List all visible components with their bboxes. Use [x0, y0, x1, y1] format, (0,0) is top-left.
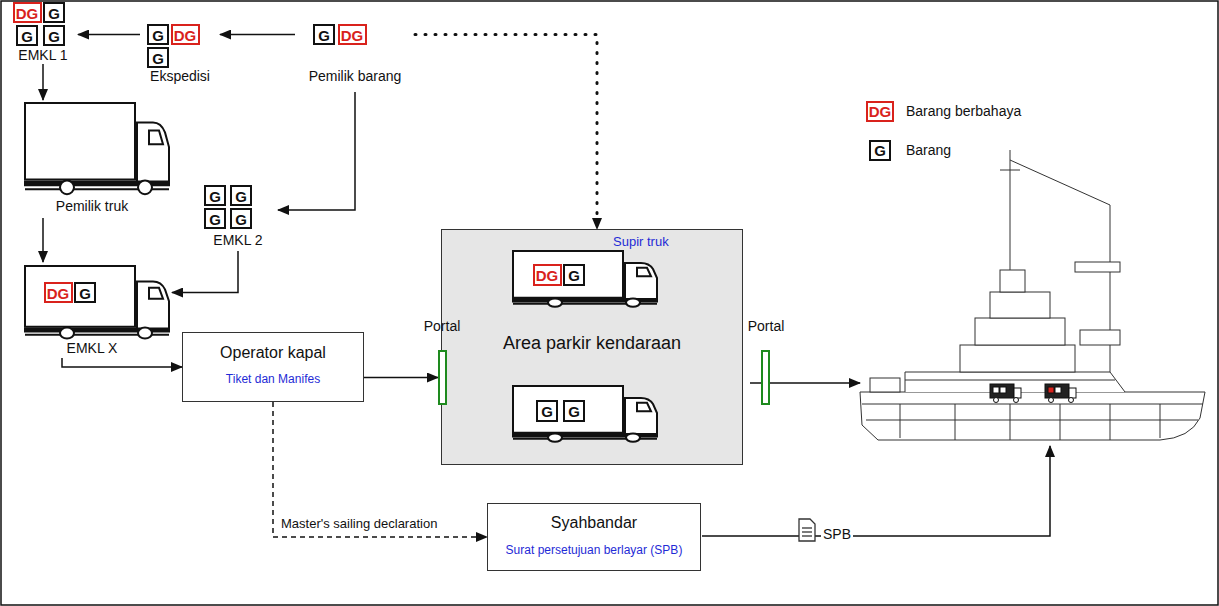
document-label: SPB — [821, 526, 853, 542]
parking-area: Supir trukArea parkir kendaraanDGGGG — [441, 229, 743, 465]
node-label: EMKL 2 — [213, 232, 262, 248]
dangerous-goods-box: DG — [171, 24, 200, 45]
legend-text: Barang — [906, 142, 951, 158]
goods-box: G — [16, 25, 38, 46]
node-label: EMKL X — [67, 340, 118, 356]
flow-connector — [172, 251, 238, 293]
flow-connector — [42, 218, 44, 262]
goods-code: G — [541, 403, 553, 420]
goods-code: G — [568, 267, 580, 284]
flow-connector — [415, 35, 597, 230]
legend-sample: DG — [866, 101, 894, 122]
flow-connector — [62, 358, 182, 367]
flow-connector — [78, 34, 140, 36]
flow-connector — [220, 34, 295, 36]
goods-code: G — [568, 403, 580, 420]
goods-code: G — [21, 28, 33, 45]
dangerous-goods-box: DG — [44, 282, 73, 303]
flow-connector — [364, 377, 438, 379]
flow-line — [702, 446, 1050, 536]
document-icon — [799, 519, 815, 541]
portal-gate-node: Portal — [744, 318, 788, 408]
node-label: Ekspedisi — [150, 68, 210, 84]
goods-box: G — [230, 185, 252, 206]
flow-connector — [42, 64, 44, 100]
goods-code: G — [48, 5, 60, 22]
node-label: Portal — [748, 318, 785, 334]
goods-box: G — [313, 24, 335, 45]
legend-sample: G — [869, 140, 891, 161]
goods-code: DG — [16, 5, 39, 22]
goods-code: DG — [174, 27, 197, 44]
goods-box: G — [536, 400, 558, 422]
ship-illustration — [860, 150, 1205, 440]
node-label: Tiket dan Manifes — [226, 373, 320, 387]
dangerous-goods-box: DG — [338, 24, 367, 45]
goods-box: G — [204, 185, 226, 206]
goods-code: DG — [47, 285, 70, 302]
goods-code: DG — [341, 27, 364, 44]
legend-text: Barang berbahaya — [906, 103, 1021, 119]
node-label: Supir truk — [613, 235, 669, 250]
goods-box: G — [147, 24, 169, 45]
goods-code: G — [235, 188, 247, 205]
actor-group: EMKL 2 GGGG — [198, 183, 278, 251]
goods-code: DG — [536, 267, 559, 284]
goods-box: G — [74, 282, 96, 303]
dangerous-goods-box: DG — [533, 264, 562, 286]
goods-box: G — [43, 25, 65, 46]
dangerous-goods-box: DG — [13, 2, 42, 23]
goods-box: G — [147, 47, 169, 68]
actor-group: EMKL 1 DG GGG — [8, 0, 78, 64]
node-label: Surat persetujuan berlayar (SPB) — [506, 544, 683, 558]
node-label: Portal — [424, 318, 461, 334]
actor-group: EkspedisiGDGG — [140, 22, 220, 86]
actor-group: EMKL X DG G — [12, 262, 172, 358]
node-label: Pemilik barang — [309, 68, 402, 84]
goods-code: G — [152, 50, 164, 67]
goods-box: G — [43, 2, 65, 23]
process-box: SyahbandarSurat persetujuan berlayar (SP… — [487, 503, 701, 571]
portal-gate — [438, 350, 447, 405]
node-label: Pemilik truk — [56, 198, 128, 214]
goods-code: G — [209, 211, 221, 228]
truck-illustration — [513, 251, 657, 307]
actor-group: Pemilik truk — [12, 100, 172, 218]
truck-illustration — [25, 103, 169, 194]
goods-code: G — [318, 27, 330, 44]
goods-code: G — [79, 285, 91, 302]
goods-box: G — [563, 400, 585, 422]
truck-illustration — [513, 386, 657, 442]
goods-box: G — [563, 264, 585, 286]
goods-code: G — [152, 27, 164, 44]
goods-code: G — [235, 211, 247, 228]
node-label: EMKL 1 — [18, 47, 67, 63]
truck-illustration — [25, 266, 169, 339]
node-label: Syahbandar — [551, 514, 637, 532]
edge-label: Master's sailing declaration — [279, 516, 439, 531]
goods-box: G — [204, 208, 226, 229]
goods-code: G — [209, 188, 221, 205]
node-label: Area parkir kendaraan — [503, 333, 681, 354]
portal-gate — [761, 350, 770, 405]
goods-code: G — [48, 28, 60, 45]
actor-group: Pemilik barang G DG — [295, 22, 415, 92]
goods-box: G — [230, 208, 252, 229]
process-box: Operator kapalTiket dan Manifes — [182, 332, 364, 402]
node-label: Operator kapal — [220, 344, 326, 362]
flow-connector — [278, 92, 355, 210]
portal-gate-node: Portal — [420, 318, 464, 408]
